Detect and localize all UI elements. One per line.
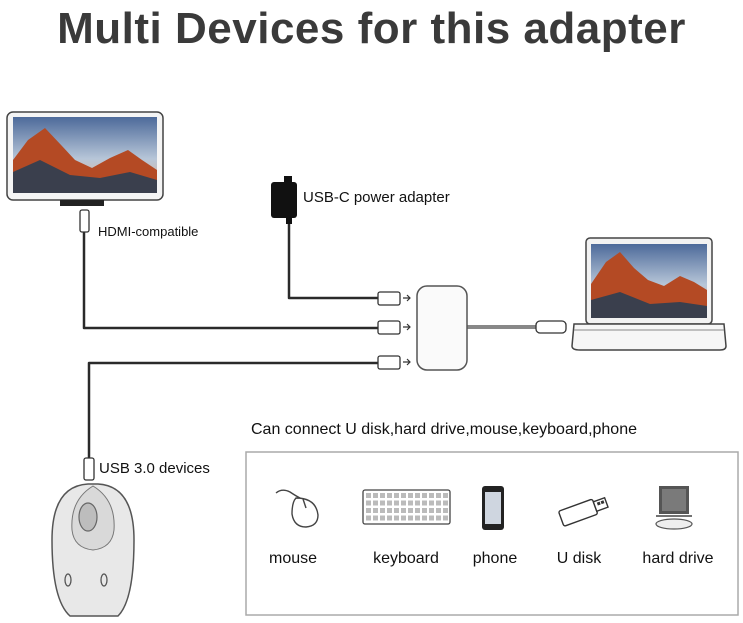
mouse-large-icon (51, 483, 135, 617)
keyboard-key (366, 493, 371, 498)
hdmi-label: HDMI-compatible (98, 224, 199, 239)
device-label-mouse: mouse (268, 550, 318, 567)
keyboard-key (373, 500, 378, 506)
keyboard-key (366, 500, 371, 506)
keyboard-key (387, 493, 392, 498)
keyboard-key (429, 515, 434, 521)
keyboard-key (436, 493, 441, 498)
keyboard-key (429, 493, 434, 498)
keyboard-icon (362, 489, 451, 525)
keyboard-key (415, 508, 420, 513)
keyboard-key (436, 508, 441, 513)
keyboard-key (373, 508, 378, 513)
devices-caption: Can connect U disk,hard drive,mouse,keyb… (251, 421, 637, 438)
keyboard-key (443, 508, 448, 513)
keyboard-key (401, 500, 406, 506)
keyboard-key (387, 508, 392, 513)
keyboard-key (436, 500, 441, 506)
keyboard-key (415, 493, 420, 498)
usb-stick-icon (558, 496, 609, 527)
device-label-phone: phone (472, 550, 518, 567)
usb-plug-icon (83, 457, 95, 481)
cables (82, 224, 536, 458)
power-adapter-icon (271, 176, 297, 224)
keyboard-key (436, 515, 441, 521)
keyboard-key (380, 500, 385, 506)
mouse-icon (275, 489, 319, 528)
device-label-hard-drive: hard drive (642, 550, 714, 567)
keyboard-key (443, 493, 448, 498)
keyboard-key (380, 493, 385, 498)
keyboard-key (387, 515, 392, 521)
keyboard-key (373, 493, 378, 498)
device-label-u-disk: U disk (556, 550, 602, 567)
keyboard-key (408, 500, 413, 506)
keyboard-key (415, 500, 420, 506)
device-label-keyboard: keyboard (373, 550, 439, 567)
keyboard-key (443, 500, 448, 506)
keyboard-key (380, 508, 385, 513)
keyboard-key (387, 500, 392, 506)
keyboard-key (429, 500, 434, 506)
keyboard-key (408, 493, 413, 498)
keyboard-key (401, 508, 406, 513)
keyboard-key (401, 493, 406, 498)
keyboard-key (422, 508, 427, 513)
usb-devices-label: USB 3.0 devices (99, 460, 210, 477)
keyboard-key (380, 515, 385, 521)
keyboard-key (408, 508, 413, 513)
power-adapter-label: USB-C power adapter (303, 189, 450, 206)
keyboard-key (422, 493, 427, 498)
keyboard-key (373, 515, 378, 521)
adapter-hub-icon (377, 285, 567, 371)
keyboard-key (443, 515, 448, 521)
keyboard-key (408, 515, 413, 521)
usb-device-cable (87, 361, 378, 458)
hard-drive-icon (655, 486, 693, 530)
keyboard-key (366, 515, 371, 521)
keyboard-key (422, 500, 427, 506)
keyboard-key (394, 500, 399, 506)
devices-panel (245, 451, 739, 616)
keyboard-key (415, 515, 420, 521)
keyboard-key (401, 515, 406, 521)
keyboard-key (366, 508, 371, 513)
laptop-icon (571, 237, 727, 351)
phone-icon (482, 486, 504, 530)
keyboard-key (394, 493, 399, 498)
hdmi-cable (82, 232, 378, 330)
power-cable (287, 224, 378, 300)
page-title: Multi Devices for this adapter (57, 4, 686, 53)
hdmi-plug-icon (79, 209, 90, 233)
keyboard-key (394, 515, 399, 521)
keyboard-key (429, 508, 434, 513)
keyboard-key (394, 508, 399, 513)
keyboard-key (422, 515, 427, 521)
monitor-icon (6, 111, 164, 206)
